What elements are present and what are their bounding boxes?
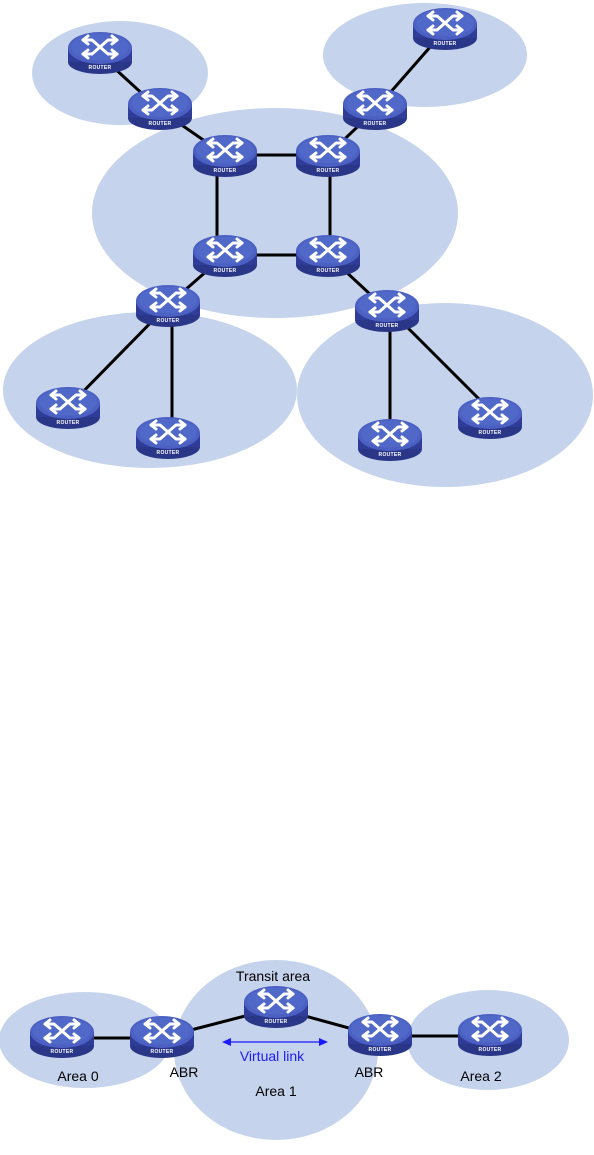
router-icon: ROUTER	[134, 283, 202, 329]
router-label: ROUTER	[151, 1049, 174, 1055]
router-icon: ROUTER	[28, 1014, 96, 1060]
router-label: ROUTER	[434, 41, 457, 47]
top-diagram: ROUTER ROUTER ROUTER ROUTER ROUTER ROUTE…	[3, 3, 593, 487]
router-icon: ROUTER	[456, 395, 524, 441]
area-1-label: Area 1	[255, 1083, 296, 1099]
virtual-link-label: Virtual link	[240, 1048, 305, 1064]
router-icon: ROUTER	[294, 133, 362, 179]
router-label: ROUTER	[51, 1049, 74, 1055]
router-icon: ROUTER	[134, 415, 202, 461]
router-label: ROUTER	[369, 1047, 392, 1053]
transit-area-label: Transit area	[236, 968, 310, 984]
router-icon: ROUTER	[456, 1012, 524, 1058]
router-icon: ROUTER	[126, 86, 194, 132]
router-icon: ROUTER	[66, 30, 134, 76]
area-1-transit	[174, 960, 378, 1140]
abr-right-label: ABR	[355, 1064, 384, 1080]
router-icon: ROUTER	[356, 417, 424, 463]
router-label: ROUTER	[57, 420, 80, 426]
router-label: ROUTER	[214, 268, 237, 274]
area-backbone	[92, 108, 458, 318]
router-label: ROUTER	[265, 1019, 288, 1025]
router-label: ROUTER	[157, 318, 180, 324]
router-label: ROUTER	[364, 121, 387, 127]
router-label: ROUTER	[214, 168, 237, 174]
router-icon: ROUTER	[346, 1012, 414, 1058]
router-icon: ROUTER	[191, 133, 259, 179]
area-bottom-left	[3, 312, 297, 468]
router-icon: ROUTER	[353, 288, 421, 334]
router-label: ROUTER	[89, 65, 112, 71]
router-label: ROUTER	[376, 323, 399, 329]
area-0-label: Area 0	[57, 1068, 98, 1084]
virtual-link-arrow	[222, 1038, 328, 1046]
router-label: ROUTER	[149, 121, 172, 127]
router-label: ROUTER	[157, 450, 180, 456]
router-icon: ROUTER	[294, 233, 362, 279]
router-label: ROUTER	[479, 430, 502, 436]
router-icon: ROUTER	[128, 1014, 196, 1060]
router-icon: ROUTER	[341, 86, 409, 132]
router-label: ROUTER	[317, 268, 340, 274]
router-label: ROUTER	[379, 452, 402, 458]
abr-left-label: ABR	[170, 1064, 199, 1080]
router-label: ROUTER	[317, 168, 340, 174]
area-2-label: Area 2	[460, 1068, 501, 1084]
router-icon: ROUTER	[411, 6, 479, 52]
router-label: ROUTER	[479, 1047, 502, 1053]
router-icon: ROUTER	[34, 385, 102, 431]
router-icon: ROUTER	[242, 984, 310, 1030]
router-icon: ROUTER	[191, 233, 259, 279]
area-bottom-right	[297, 303, 593, 487]
bottom-diagram: ROUTER ROUTER ROUTER ROUTER ROUTER Trans…	[0, 960, 569, 1140]
